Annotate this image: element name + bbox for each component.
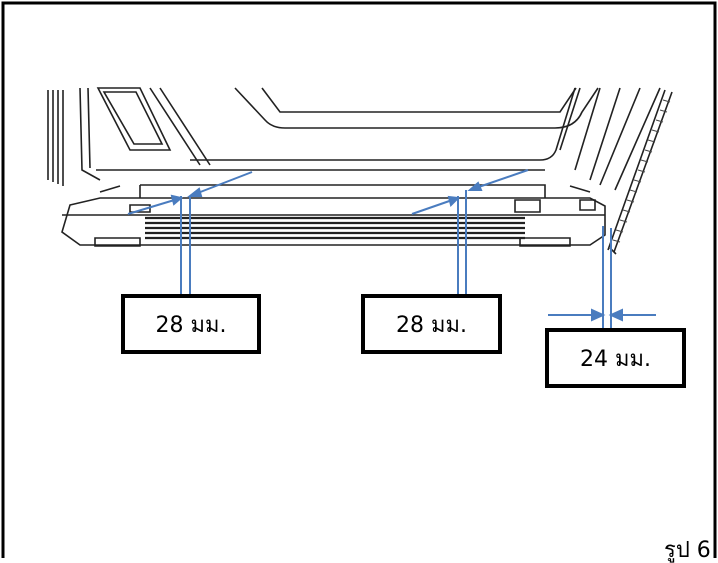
base-tray bbox=[61, 184, 606, 247]
appliance-body bbox=[47, 87, 673, 255]
dimension-label-middle: 28 มม. bbox=[361, 294, 502, 354]
dimension-label-left: 28 มม. bbox=[121, 294, 261, 354]
dimension-label-right: 24 มม. bbox=[545, 328, 686, 388]
figure-caption: รูป 6 bbox=[664, 538, 711, 563]
dimension-lines bbox=[127, 169, 656, 328]
